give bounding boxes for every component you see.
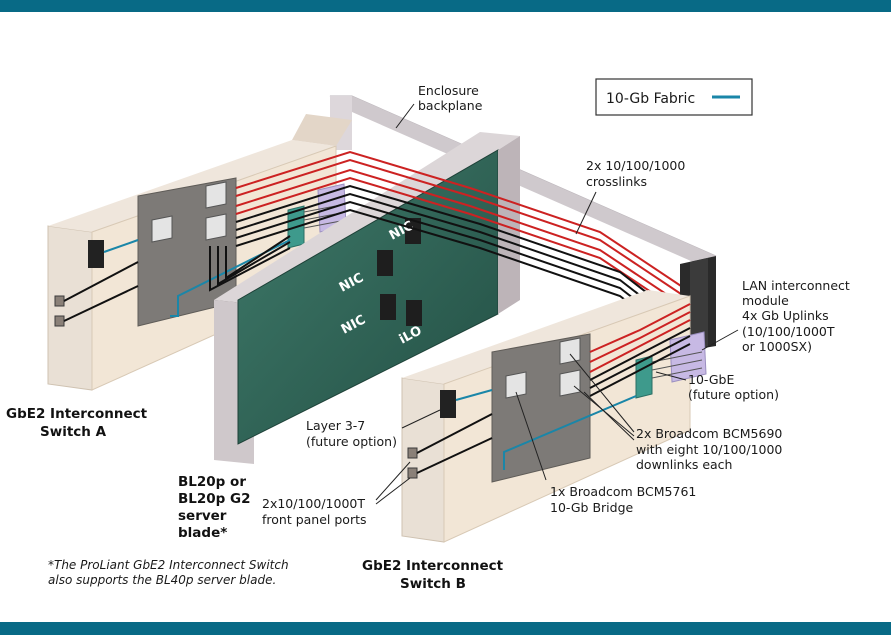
switch-a-port-2 xyxy=(54,315,65,327)
lan-label-5: or 1000SX) xyxy=(742,339,812,354)
switch-b-label-2: Switch B xyxy=(400,576,466,592)
bcm5761-label-1: 1x Broadcom BCM5761 xyxy=(550,484,696,499)
blade-label-4: blade* xyxy=(178,525,227,541)
lan-label-4: (10/100/1000T xyxy=(742,324,835,339)
crosslinks-label-1: 2x 10/100/1000 xyxy=(586,158,685,173)
ports-label-2: front panel ports xyxy=(262,512,367,527)
layer-label-2: (future option) xyxy=(306,434,397,449)
switch-a-chip-2 xyxy=(205,181,227,209)
crosslinks-label-2: crosslinks xyxy=(586,174,647,189)
switch-b-port-1 xyxy=(407,447,418,459)
bottom-band xyxy=(0,622,891,635)
switch-a-label-2: Switch A xyxy=(40,424,107,440)
switch-a-chip-1 xyxy=(151,215,173,243)
enclosure-label-1: Enclosure xyxy=(418,83,479,98)
lan-label-3: 4x Gb Uplinks xyxy=(742,308,829,323)
layer-label-1: Layer 3-7 xyxy=(306,418,365,433)
switch-a-label-1: GbE2 Interconnect xyxy=(6,406,148,422)
switch-b-connector xyxy=(440,390,456,418)
enclosure-label-2: backplane xyxy=(418,98,483,113)
nic-chip-1 xyxy=(405,218,421,244)
bcm5690-label-3: downlinks each xyxy=(636,457,732,472)
switch-b xyxy=(401,290,707,543)
switch-b-label-1: GbE2 Interconnect xyxy=(362,558,504,574)
bcm5690-label-1: 2x Broadcom BCM5690 xyxy=(636,426,782,441)
blade-label-2: BL20p G2 xyxy=(178,491,251,507)
gbe10-label-2: (future option) xyxy=(688,387,779,402)
leader-lines xyxy=(375,103,739,505)
switch-a-port-1 xyxy=(54,295,65,307)
lan-label-1: LAN interconnect xyxy=(742,278,850,293)
switch-b-chip-2 xyxy=(559,337,581,365)
blade-label-1: BL20p or xyxy=(178,474,246,490)
server-blade: NIC NIC NIC iLO xyxy=(214,132,520,464)
bcm5690-label-2: with eight 10/100/1000 xyxy=(636,442,782,457)
blade-label-3: server xyxy=(178,508,227,524)
labels: Enclosure backplane 2x 10/100/1000 cross… xyxy=(6,83,850,592)
ilo-chip xyxy=(406,300,422,326)
legend: 10-Gb Fabric xyxy=(595,78,753,116)
bcm5761-label-2: 10-Gb Bridge xyxy=(550,500,634,515)
legend-label: 10-Gb Fabric xyxy=(606,91,695,107)
nic-chip-2 xyxy=(377,250,393,276)
switch-b-chip-3 xyxy=(559,369,581,397)
switch-b-port-2 xyxy=(407,467,418,479)
gbe10-label-1: 10-GbE xyxy=(688,372,734,387)
ports-label-1: 2x10/100/1000T xyxy=(262,496,365,511)
nic-chip-3 xyxy=(380,294,396,320)
switch-a xyxy=(47,114,352,391)
footnote-line-2: also supports the BL40p server blade. xyxy=(48,573,276,587)
switch-a-chip-3 xyxy=(205,213,227,241)
top-band xyxy=(0,0,891,12)
lan-label-2: module xyxy=(742,293,789,308)
switch-b-chip-1 xyxy=(505,371,527,399)
footnote-line-1: *The ProLiant GbE2 Interconnect Switch xyxy=(48,558,289,572)
switch-a-connector xyxy=(88,240,104,268)
